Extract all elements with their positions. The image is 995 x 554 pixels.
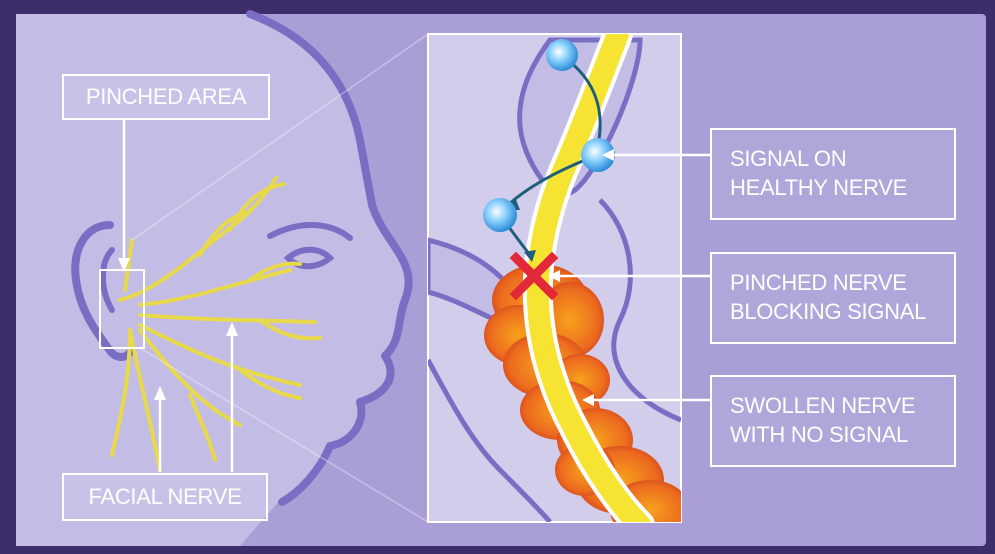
signal-healthy-label: SIGNAL ON HEALTHY NERVE: [710, 128, 956, 220]
swollen-nerve-line-1: SWOLLEN NERVE: [730, 392, 915, 421]
signal-healthy-line-2: HEALTHY NERVE: [730, 174, 907, 203]
pinched-nerve-label: PINCHED NERVE BLOCKING SIGNAL: [710, 252, 956, 344]
swollen-nerve-line-2: WITH NO SIGNAL: [730, 421, 908, 450]
pinched-area-text: PINCHED AREA: [86, 83, 246, 112]
facial-nerve-label: FACIAL NERVE: [62, 473, 268, 521]
pinched-nerve-line-2: BLOCKING SIGNAL: [730, 298, 926, 327]
signal-node-3: [483, 198, 517, 232]
pinched-nerve-line-1: PINCHED NERVE: [730, 269, 907, 298]
signal-healthy-line-1: SIGNAL ON: [730, 145, 846, 174]
pinched-area-label: PINCHED AREA: [62, 74, 270, 120]
facial-nerve-text: FACIAL NERVE: [89, 483, 242, 512]
signal-node-1: [546, 39, 578, 71]
swollen-nerve-label: SWOLLEN NERVE WITH NO SIGNAL: [710, 375, 956, 467]
